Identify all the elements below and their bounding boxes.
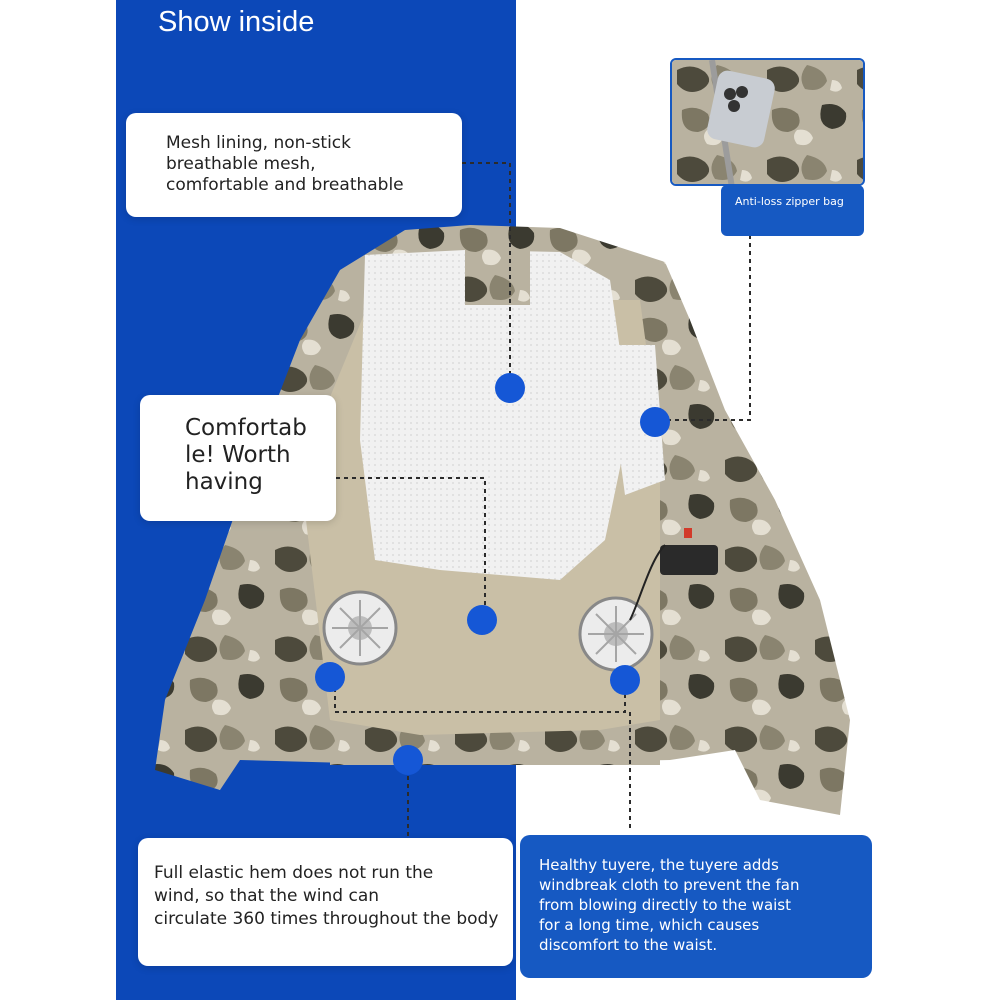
left-fan (322, 590, 398, 666)
marker-hem (393, 745, 423, 775)
comfortable-callout: Comfortab le! Worth having (140, 395, 336, 521)
elastic-hem-text: Full elastic hem does not run the wind, … (154, 863, 499, 929)
zipper-bag-label: Anti-loss zipper bag (721, 185, 864, 236)
marker-center (467, 605, 497, 635)
marker-zipper-pocket (640, 407, 670, 437)
marker-mesh (495, 373, 525, 403)
mesh-lining-callout: Mesh lining, non-stick breathable mesh, … (126, 113, 462, 217)
zipper-pocket-photo (672, 60, 863, 184)
marker-right-fan (610, 665, 640, 695)
page-title: Show inside (158, 6, 315, 38)
tuyere-text: Healthy tuyere, the tuyere adds windbrea… (539, 856, 800, 954)
mesh-panel (360, 250, 630, 580)
comfortable-text: Comfortab le! Worth having (185, 415, 307, 495)
elastic-hem-callout: Full elastic hem does not run the wind, … (138, 838, 513, 966)
mesh-lining-text: Mesh lining, non-stick breathable mesh, … (166, 133, 404, 195)
marker-left-fan (315, 662, 345, 692)
zipper-bag-text: Anti-loss zipper bag (735, 195, 844, 208)
zipper-pocket-inset (670, 58, 865, 186)
right-fan (578, 596, 654, 672)
tuyere-callout: Healthy tuyere, the tuyere adds windbrea… (520, 835, 872, 978)
